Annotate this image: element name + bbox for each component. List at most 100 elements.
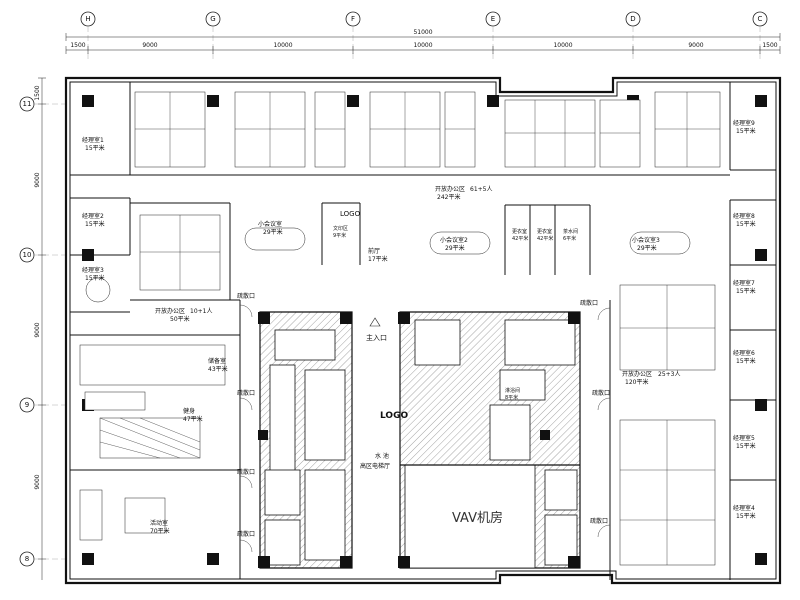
dim-left-9000-c: 9000	[34, 474, 41, 489]
change1-area: 42平米	[512, 235, 528, 242]
storage-fixtures	[79, 344, 226, 411]
change2-name: 更衣室	[537, 228, 552, 235]
grid-label-9: 9	[25, 401, 29, 409]
mgr3-name: 经理室3	[82, 266, 104, 274]
open-right-count: 25+3人	[658, 371, 680, 378]
exit-label-3: 疏散口	[237, 468, 255, 476]
meet-small2-name: 小会议室2	[440, 236, 468, 244]
segment-dimensions: 1500 9000 10000 10000 10000 9000 1500	[65, 42, 781, 54]
open-left-area: 50平米	[170, 315, 190, 323]
activity-name: 活动室	[150, 519, 168, 527]
lobby-name: 前厅	[368, 247, 380, 255]
core-right	[398, 311, 581, 569]
change2-area: 42平米	[537, 235, 553, 242]
lift-lobby: 高区电梯厅	[360, 462, 390, 470]
exit-label-7: 疏散口	[590, 517, 608, 525]
change1-name: 更衣室	[512, 228, 527, 235]
gym-equipment	[99, 417, 201, 459]
mgr8-area: 15平米	[736, 220, 756, 228]
grid-axis-lines	[87, 26, 761, 60]
tea-name: 茶水间	[563, 228, 578, 235]
shower-name: 淋浴间	[505, 387, 520, 394]
water-pool: 水 池	[375, 452, 389, 460]
workstations-left	[139, 214, 221, 291]
exit-label-5: 疏散口	[580, 299, 598, 307]
open-top-count: 61+5人	[470, 186, 492, 193]
tea-area: 6平米	[563, 235, 576, 242]
exit-label-6: 疏散口	[592, 389, 610, 397]
mgr6-area: 15平米	[736, 357, 756, 365]
interior-walls	[70, 82, 776, 580]
mgr6-name: 经理室6	[733, 349, 755, 357]
grid-label-10: 10	[23, 251, 32, 259]
mgr5-area: 15平米	[736, 442, 756, 450]
dim-1500-right: 1500	[762, 42, 777, 49]
dim-left-9000-b: 9000	[34, 322, 41, 337]
gym-area: 47平米	[183, 415, 203, 423]
open-top-name: 开放办公区	[435, 185, 465, 193]
meet-small-area: 29平米	[263, 228, 283, 236]
activity-area: 70平米	[150, 527, 170, 535]
open-left-name: 开放办公区	[155, 307, 185, 315]
logo-core: LOGO	[380, 411, 408, 421]
workstations-top	[134, 91, 721, 168]
open-right-area: 120平米	[625, 378, 648, 386]
logo-top: LOGO	[340, 210, 361, 218]
shower-area: 8平米	[505, 394, 518, 401]
dim-left-1500: 1500	[34, 85, 41, 100]
print-area: 9平米	[333, 232, 346, 239]
open-top-area: 242平米	[437, 193, 460, 201]
dim-10000-b: 10000	[413, 42, 432, 49]
grid-label-e: E	[491, 15, 495, 23]
overall-dimension: 51000	[65, 29, 781, 41]
grid-label-d: D	[630, 15, 635, 23]
lobby-area: 17平米	[368, 255, 388, 263]
dim-9000-a: 9000	[142, 42, 157, 49]
grid-label-f: F	[351, 15, 355, 23]
grid-label-c: C	[758, 15, 763, 23]
meeting-tables	[85, 227, 691, 303]
meet-small3-name: 小会议室3	[632, 236, 660, 244]
storage-name: 储备室	[208, 357, 226, 365]
grid-label-11: 11	[23, 100, 32, 108]
meet-small-name: 小会议室	[258, 220, 282, 228]
core-left	[258, 311, 353, 569]
dim-left-9000-a: 9000	[34, 172, 41, 187]
open-right-name: 开放办公区	[622, 370, 652, 378]
mgr7-area: 15平米	[736, 287, 756, 295]
workstations-right	[619, 284, 716, 566]
grid-column-bubbles: H G F E D C	[80, 11, 768, 27]
dim-10000-c: 10000	[553, 42, 572, 49]
mgr4-name: 经理室4	[733, 504, 755, 512]
dim-9000-b: 9000	[688, 42, 703, 49]
main-entry: 主入口	[366, 333, 387, 342]
mgr9-area: 15平米	[736, 127, 756, 135]
mgr8-name: 经理室8	[733, 212, 755, 220]
exit-label-2: 疏散口	[237, 389, 255, 397]
main-entry-arrow	[369, 317, 381, 327]
grid-label-g: G	[210, 15, 215, 23]
grid-label-8: 8	[25, 555, 29, 563]
mgr3-area: 15平米	[85, 274, 105, 282]
mgr1-area: 15平米	[85, 144, 105, 152]
storage-area: 43平米	[208, 365, 228, 373]
vav-room: VAV机房	[452, 510, 503, 526]
mgr2-area: 15平米	[85, 220, 105, 228]
mgr7-name: 经理室7	[733, 279, 755, 287]
dim-1500-left: 1500	[70, 42, 85, 49]
mgr2-name: 经理室2	[82, 212, 104, 220]
mgr9-name: 经理室9	[733, 119, 755, 127]
door-swings	[239, 304, 611, 553]
mgr4-area: 15平米	[736, 512, 756, 520]
mgr5-name: 经理室5	[733, 434, 755, 442]
mgr1-name: 经理室1	[82, 136, 104, 144]
activity-fixtures	[79, 489, 166, 541]
row-axis-lines	[34, 103, 70, 560]
gym-name: 健身	[183, 407, 195, 415]
meet-small2-area: 29平米	[445, 244, 465, 252]
exit-label-1: 疏散口	[237, 292, 255, 300]
exit-label-4: 疏散口	[237, 530, 255, 538]
dim-10000-a: 10000	[273, 42, 292, 49]
grid-row-bubbles: 11 10 9 8	[19, 96, 35, 567]
grid-label-h: H	[85, 15, 90, 23]
